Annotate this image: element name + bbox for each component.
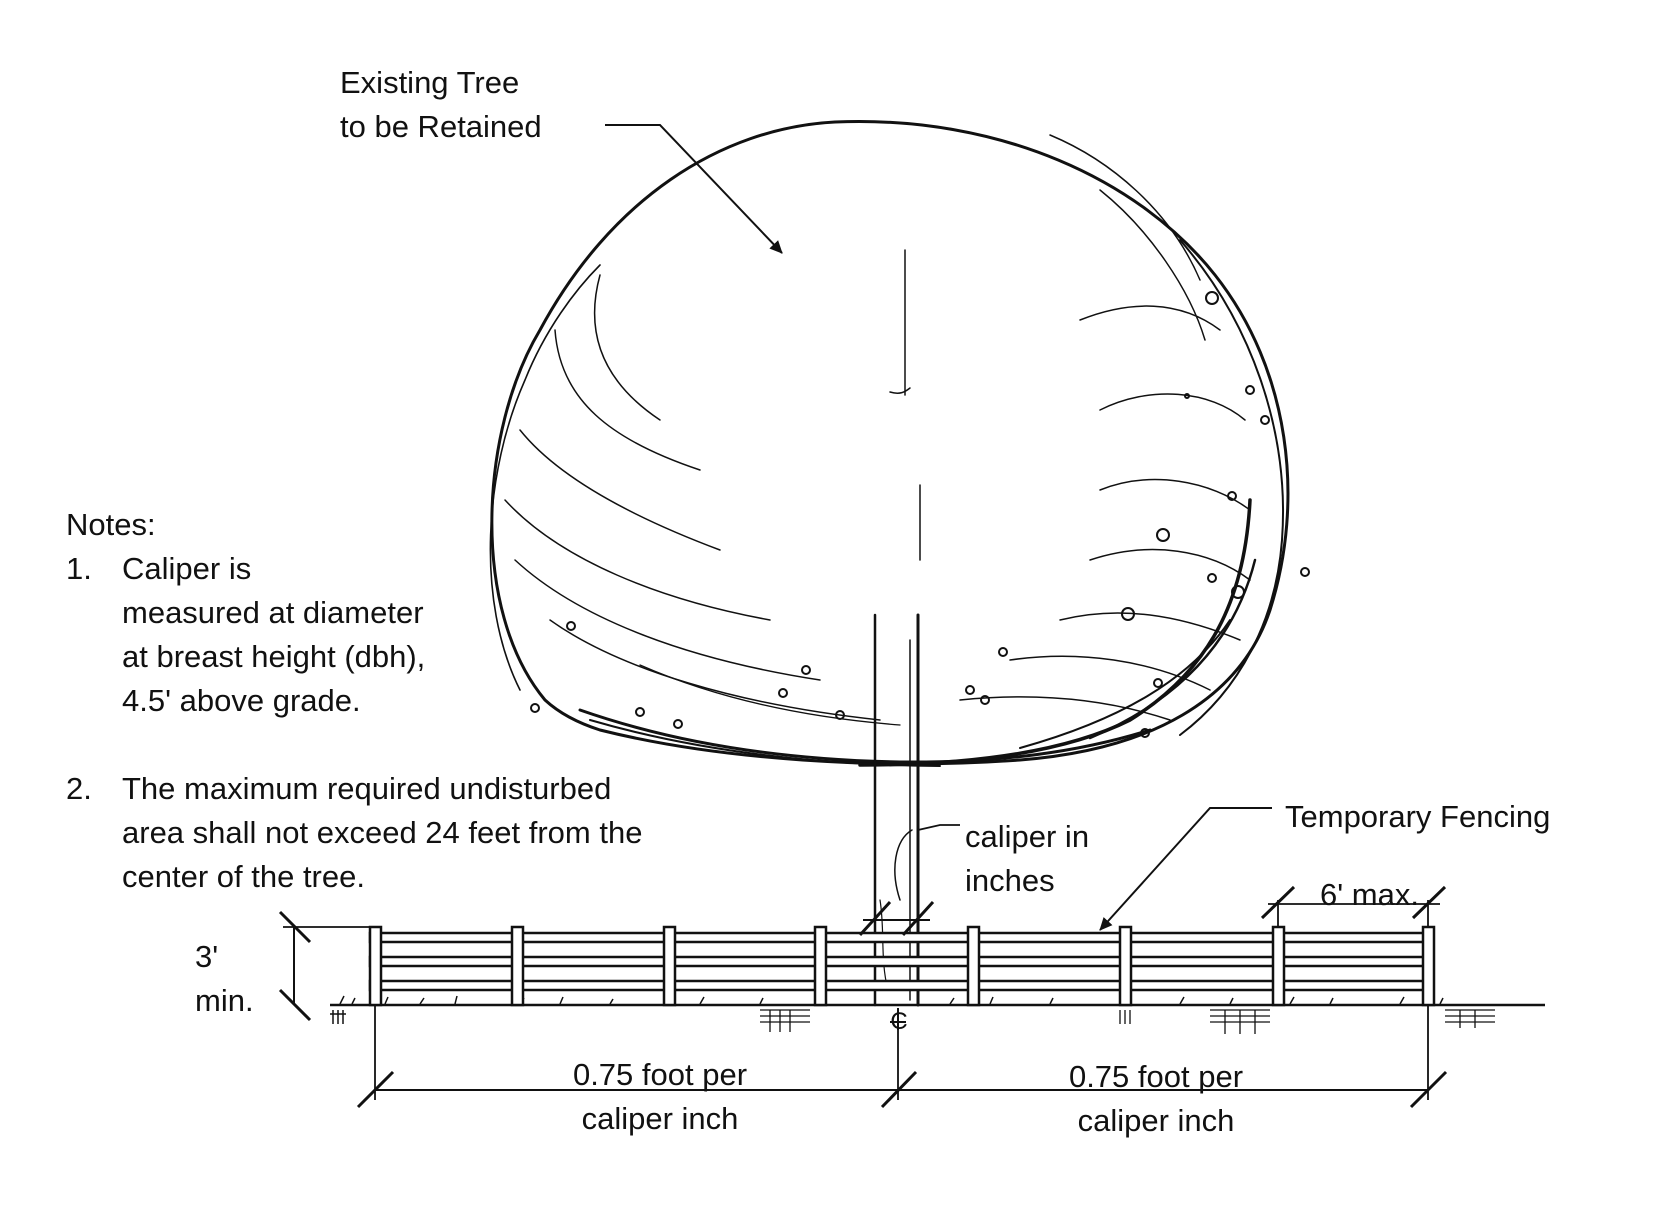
note-number: 2. xyxy=(66,771,92,806)
centerline-symbol: C xyxy=(890,1008,908,1035)
radius-dimensions xyxy=(356,1005,1448,1109)
fence-leader xyxy=(1099,807,1272,931)
leader-lines xyxy=(605,124,1272,931)
note-text: Caliper is measured at diameter at breas… xyxy=(122,551,426,718)
note-item: 2. The maximum required undisturbed area… xyxy=(66,767,766,899)
height-dimension xyxy=(278,910,370,1022)
note-item: 1. Caliper is measured at diameter at br… xyxy=(66,547,766,723)
tree-label: Existing Tree to be Retained xyxy=(340,65,542,144)
tree-canopy xyxy=(489,119,1310,767)
spacing-label: 6' max. xyxy=(1320,877,1419,912)
fence-rail-top xyxy=(368,931,1432,944)
ground-line xyxy=(330,995,1545,1034)
height-label: 3' min. xyxy=(195,939,254,1018)
fence-post xyxy=(510,925,525,1007)
fence-rail-bottom xyxy=(368,979,1432,992)
fence-post xyxy=(1118,925,1133,1007)
notes-heading: Notes: xyxy=(66,507,156,542)
fence-post xyxy=(662,925,677,1007)
tree-trunk xyxy=(873,613,920,1007)
fence-post xyxy=(813,925,828,1007)
tree-leader xyxy=(605,124,783,254)
temporary-fence xyxy=(368,925,1436,1007)
notes-section: Notes: 1. Caliper is measured at diamete… xyxy=(66,503,766,899)
fence-post xyxy=(368,925,383,1007)
fence-post xyxy=(1271,925,1286,1007)
temporary-fencing-label: Temporary Fencing xyxy=(1285,799,1551,834)
caliper-dimension xyxy=(858,824,960,937)
caliper-label: caliper in inches xyxy=(965,819,1090,898)
fence-post xyxy=(966,925,981,1007)
fence-post xyxy=(1421,925,1436,1007)
note-number: 1. xyxy=(66,551,92,586)
right-dimension-label: 0.75 foot per caliper inch xyxy=(1068,1059,1244,1138)
note-text: The maximum required undisturbed area sh… xyxy=(122,771,643,894)
spacing-dimension xyxy=(1260,885,1447,927)
fence-rail-middle xyxy=(368,955,1432,968)
left-dimension-label: 0.75 foot per caliper inch xyxy=(572,1057,748,1136)
